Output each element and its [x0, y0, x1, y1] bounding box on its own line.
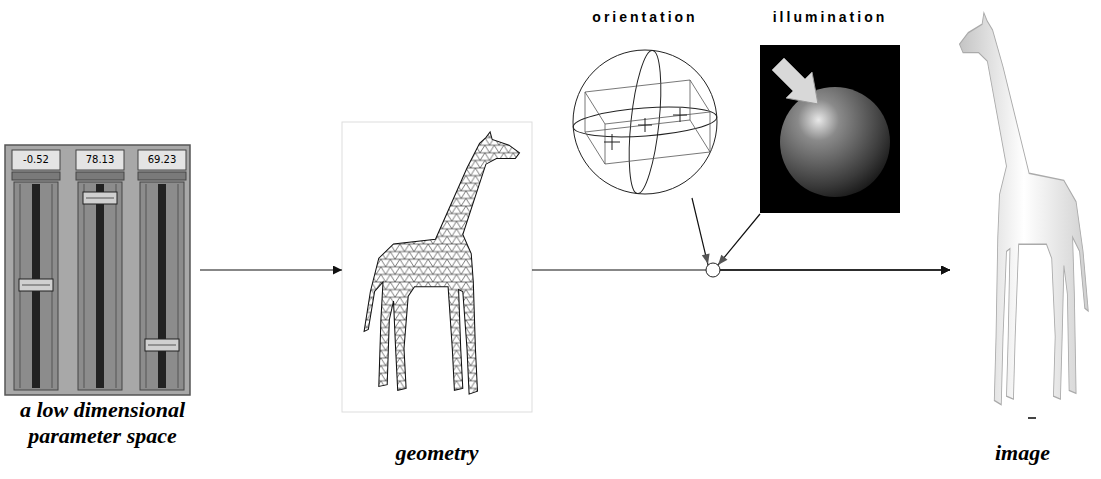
slider-panel-part: [138, 172, 186, 180]
slider-handle-part: [22, 285, 50, 286]
heading: illumination: [755, 8, 905, 26]
shaded-giraffe-part: [1028, 417, 1036, 419]
slider-panel-part: [12, 150, 60, 170]
slider-track-part: [116, 184, 117, 388]
junction-part: [718, 255, 728, 265]
junction-part: [706, 263, 720, 277]
image-box: image: [950, 5, 1095, 473]
junction-part: [702, 253, 710, 264]
geometry-box: geometry: [342, 122, 532, 470]
mesh-giraffe-part: [364, 132, 519, 394]
slider-value: 78.13: [76, 150, 124, 170]
shaded-giraffe: [960, 13, 1089, 418]
slider-handle-part: [83, 192, 117, 204]
parameter-panel: -0.52 78.13 69.23 a low dimensional paramet…: [5, 145, 200, 455]
illumination-box: illumination: [755, 2, 905, 214]
illumination-ball-part: [772, 58, 818, 104]
connector-layer-part: [200, 198, 950, 270]
slider-panel: [5, 145, 190, 395]
orientation-box: orientation: [565, 2, 725, 198]
slider-track-part: [96, 184, 104, 388]
illumination-ball: [760, 45, 900, 213]
junction: [702, 253, 728, 277]
slider-handle: [19, 192, 179, 351]
mesh-giraffe-part: [342, 122, 532, 412]
mesh-giraffe: [342, 122, 532, 412]
slider-track-part: [178, 184, 179, 388]
orientation-sphere-part: [573, 50, 717, 194]
slider-handle-part: [86, 198, 114, 199]
shaded-giraffe-part: [960, 13, 1089, 405]
slider-track-part: [14, 182, 58, 390]
slider-value: 69.23: [138, 150, 186, 170]
slider-track-part: [78, 182, 122, 390]
slider-track: [14, 182, 184, 390]
slider-handle-part: [148, 345, 176, 346]
slider-track-part: [84, 184, 85, 388]
orientation-sphere-part: [585, 80, 710, 164]
connector-arrow: [692, 198, 950, 270]
caption: geometry: [342, 440, 532, 466]
slider-handle-part: [19, 279, 53, 291]
slider-panel-part: [76, 172, 124, 180]
slider-value: -0.52: [12, 150, 60, 170]
caption: a low dimensional parameter space: [5, 397, 200, 449]
slider-track-part: [146, 184, 147, 388]
illumination-ball-part: [780, 87, 890, 197]
slider-panel-part: [5, 145, 190, 395]
slider-track-part: [140, 182, 184, 390]
heading: orientation: [565, 8, 725, 26]
slider-track-part: [158, 184, 166, 388]
slider-panel-part: [12, 172, 60, 180]
connector-arrow: [713, 214, 950, 270]
illumination-ball-part: [760, 45, 900, 213]
slider-panel-part: [138, 150, 186, 170]
slider-panel-part: [76, 150, 124, 170]
orientation-sphere: [572, 49, 718, 195]
caption: image: [950, 440, 1095, 466]
connector-arrow: [200, 269, 342, 270]
orientation-sphere-part: [604, 108, 687, 150]
slider-handle-part: [145, 339, 179, 351]
